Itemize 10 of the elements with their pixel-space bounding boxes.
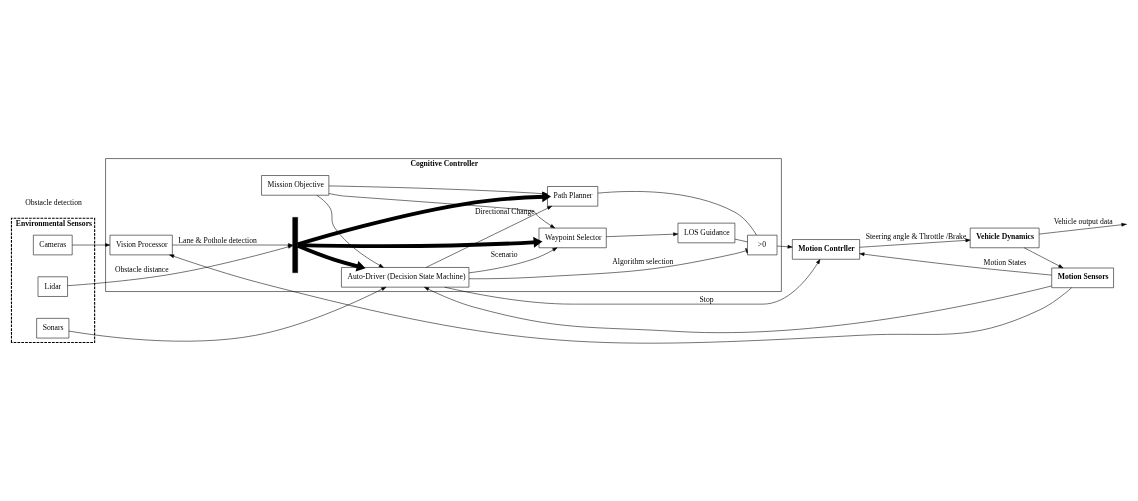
edge-label: Scenario	[490, 250, 518, 260]
edge-label: Directional Change	[474, 206, 535, 216]
edge-label: Algorithm selection	[612, 257, 674, 267]
edge-label: Lane & Pothole detection	[178, 235, 257, 245]
edge-label: Motion States	[983, 257, 1027, 267]
edge-label: Vehicle output data	[1053, 216, 1113, 226]
edge-label: Obstacle distance	[114, 264, 169, 274]
edge-label: Steering angle & Throttle /Brake	[865, 232, 967, 242]
edge-label: Stop	[699, 295, 714, 305]
label: Obstacle detection	[25, 198, 82, 208]
